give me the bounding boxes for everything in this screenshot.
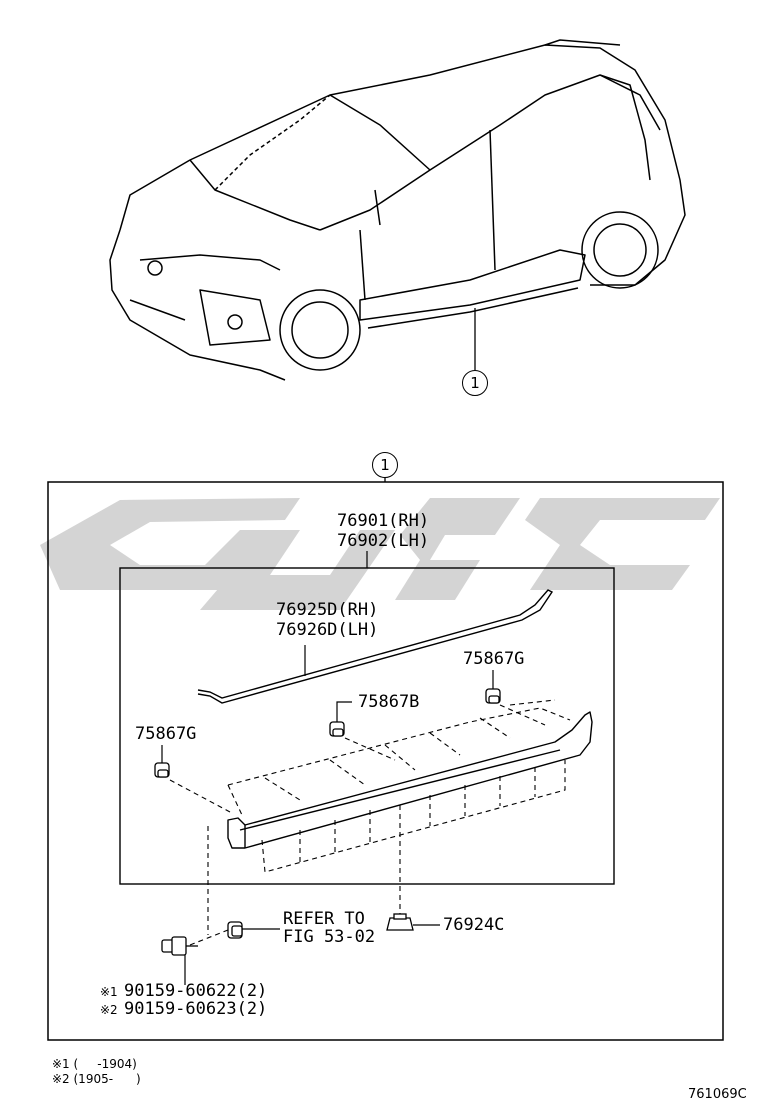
- refer-dash-line: [189, 929, 229, 946]
- clip-75867g-left: [154, 762, 170, 778]
- clip-75867b: [329, 721, 345, 737]
- watermark-logo: [40, 498, 720, 610]
- car-illustration: [109, 39, 686, 381]
- footnote-2: ※2 (1905- ): [52, 1072, 141, 1086]
- screw-fastener: [161, 936, 198, 956]
- clip-left-dash: [169, 779, 231, 813]
- callout-circle-car: 1: [462, 370, 488, 396]
- label-nut: 76924C: [443, 915, 505, 935]
- label-moulding-lh: 76926D(LH): [276, 620, 379, 640]
- label-clip-g-right: 75867G: [463, 649, 525, 669]
- note-mark-2: ※2: [100, 1003, 118, 1017]
- side-skirt: [227, 711, 593, 849]
- label-clip-g-left: 75867G: [135, 724, 197, 744]
- nut-76924c: [386, 913, 414, 931]
- clip-b-leader: [336, 701, 352, 722]
- footnote-1: ※1 ( -1904): [52, 1057, 137, 1071]
- label-side-skirt-lh: 76902(LH): [337, 531, 430, 551]
- clip-b-dash: [344, 737, 396, 761]
- skirt-hidden-lines: [227, 699, 571, 873]
- label-screw-2: 90159-60623(2): [124, 999, 268, 1019]
- label-refer-to: REFER TO: [283, 909, 365, 929]
- diagram-code: 761069C: [688, 1087, 747, 1102]
- outer-frame: [47, 481, 724, 1041]
- moulding-strip: [197, 589, 554, 704]
- callout-circle-detail: 1: [372, 452, 398, 478]
- label-moulding-rh: 76925D(RH): [276, 600, 379, 620]
- label-side-skirt-rh: 76901(RH): [337, 511, 430, 531]
- label-refer-fig: FIG 53-02: [283, 927, 376, 947]
- clip-75867g-right: [485, 688, 501, 704]
- label-clip-b: 75867B: [358, 692, 420, 712]
- note-mark-1: ※1: [100, 985, 118, 999]
- label-screw-1: 90159-60622(2): [124, 981, 268, 1001]
- refer-clip: [227, 921, 243, 939]
